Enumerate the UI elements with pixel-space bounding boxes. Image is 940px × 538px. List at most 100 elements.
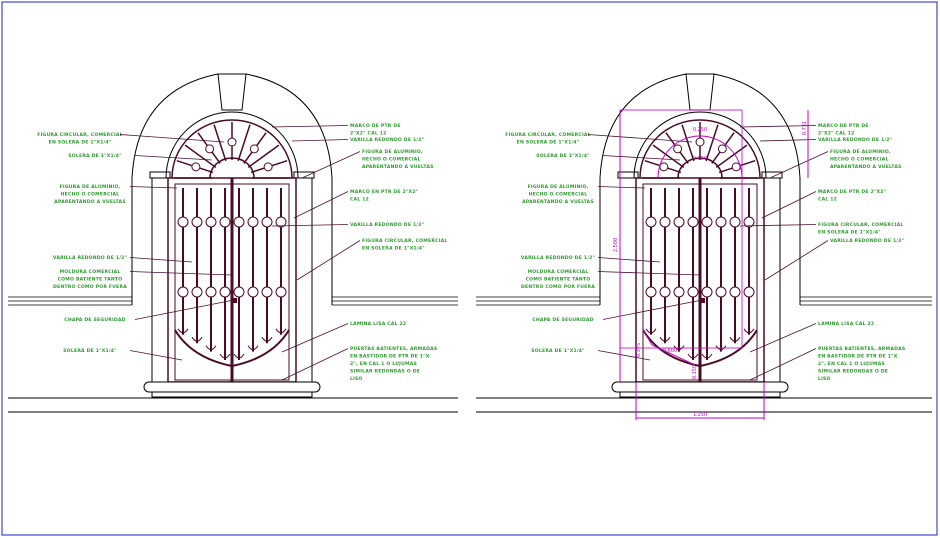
annotation-label: CHAPA DE SEGURIDAD <box>64 299 235 323</box>
label-text: EN SOLERA DE 1"X1/4" <box>49 140 112 146</box>
leader-line <box>296 240 361 281</box>
bar-circle <box>191 286 203 298</box>
bar-circle <box>687 286 699 298</box>
annotation-label: FIGURA DE ALUMINIO,HECHO O COMERCIALAPAR… <box>301 149 433 179</box>
bar-circle <box>247 216 259 228</box>
bar-scroll <box>645 328 657 334</box>
leader-line <box>587 134 693 143</box>
label-text: COMO BATIENTE TANTO <box>526 277 591 283</box>
fanlight-circle <box>263 162 273 172</box>
bar-scroll <box>233 353 245 359</box>
label-text: MARCO DE PTR DE <box>350 123 401 129</box>
annotation-label: VARILLA REDONDO DE 1/2" <box>291 137 424 143</box>
bar-circle <box>645 216 657 228</box>
label-text: PUERTAS BATIENTES, ARMADAS <box>818 346 905 352</box>
label-text: LAMINA LISA CAL 22 <box>818 321 874 327</box>
annotation-label: SOLERA DE 1"X1/4" <box>68 153 213 161</box>
annotation-label: MARCO EN PTR DE 2"X2"CAL 12 <box>293 189 418 219</box>
bar-circle <box>205 286 217 298</box>
leader-line <box>769 151 829 179</box>
pilaster-capital <box>761 171 783 179</box>
label-text: MARCO EN PTR DE 2"X2" <box>350 189 418 195</box>
label-text: FIGURA CIRCULAR, COMERCIAL <box>37 132 123 138</box>
leader-line <box>119 134 225 143</box>
bar-circle <box>701 286 713 298</box>
bar-circle <box>645 286 657 298</box>
bar-scroll <box>219 353 231 359</box>
fanlight-hub <box>677 157 723 179</box>
bar-scroll <box>673 345 685 351</box>
leader-line <box>597 350 651 361</box>
bar-circle <box>219 286 231 298</box>
fanlight-spoke <box>184 144 217 169</box>
fan-radius-dimension <box>657 135 743 179</box>
lower-curved-rail <box>174 329 290 368</box>
label-text: FIGURA CIRCULAR, COMERCIAL <box>505 132 591 138</box>
lower-curved-rail <box>642 329 758 368</box>
bar-scroll <box>247 345 259 351</box>
door-sill <box>611 381 789 393</box>
label-text: MARCO DE PTR DE <box>818 123 869 129</box>
bar-circle <box>673 216 685 228</box>
leader-line <box>281 348 349 381</box>
leader-line <box>739 224 817 227</box>
label-text: CHAPA DE SEGURIDAD <box>64 317 125 323</box>
fanlight-frame <box>171 119 293 179</box>
leader-line <box>129 350 183 361</box>
label-text: CHAPA DE SEGURIDAD <box>532 317 593 323</box>
label-text: COMO BATIENTE TANTO <box>58 277 123 283</box>
annotation-label: VARILLA REDONDO DE 1/2" <box>759 137 892 143</box>
label-text: VARILLA REDONDO DE 1/2" <box>53 255 127 261</box>
leader-line <box>739 125 817 128</box>
annotation-label: FIGURA DE ALUMINIO,HECHO O COMERCIALAPAR… <box>522 184 646 205</box>
label-text: HECHO O COMERCIAL <box>529 192 588 198</box>
leader-line <box>597 186 646 189</box>
label-text: SIMILAR REDONDAS O DE <box>818 369 888 375</box>
bar-circle <box>275 286 287 298</box>
bar-scroll <box>687 353 699 359</box>
label-text: VARILLA REDONDO DE 1/2" <box>818 137 892 143</box>
fanlight-spoke <box>681 124 695 162</box>
label-text: DENTRO COMO POR FUERA <box>521 284 595 290</box>
fanlight-circle <box>731 162 741 172</box>
label-text: MOLDURA COMERCIAL <box>527 269 588 275</box>
bar-circle <box>177 216 189 228</box>
bar-circle <box>687 216 699 228</box>
sill-base <box>619 391 781 398</box>
fanlight-spoke <box>705 124 719 162</box>
label-text: 2"X2" CAL 12 <box>350 131 387 137</box>
label-text: FIGURA DE ALUMINIO, <box>362 149 423 155</box>
label-text: DENTRO COMO POR FUERA <box>53 284 127 290</box>
inner-arch <box>165 111 299 179</box>
label-text: LISO <box>350 376 363 382</box>
label-text: EN BASTIDOR DE PTR DE 1"X <box>350 354 430 360</box>
leader-line <box>759 139 817 142</box>
annotation-label: MARCO DE PTR DE 2"X2" CAL 12 <box>271 123 401 137</box>
label-text: SOLERA DE 1"X1/4" <box>531 348 585 354</box>
leader-line <box>597 271 701 276</box>
bar-circle <box>729 216 741 228</box>
annotation-label: SOLERA DE 1"X1/4" <box>63 348 183 361</box>
curve-length-dimension-text: 0.600 <box>663 348 677 354</box>
curve-rise-dimension-text: 0.375 <box>636 343 642 357</box>
bar-circle <box>261 216 273 228</box>
label-text: HECHO O COMERCIAL <box>362 157 421 163</box>
bar-scroll <box>261 336 273 342</box>
label-text: FIGURA DE ALUMINIO, <box>528 184 589 190</box>
leader-line <box>301 151 361 179</box>
leader-line <box>281 323 349 353</box>
bar-circle <box>659 216 671 228</box>
label-text: VARILLA REDONDO DE 1/2" <box>830 238 904 244</box>
label-text: EN SOLERA DE 1"X1/4" <box>362 246 425 252</box>
bar-circle <box>729 286 741 298</box>
bar-circle <box>247 286 259 298</box>
door-elevation-1: FIGURA CIRCULAR, COMERCIAL EN SOLERA DE 1… <box>8 73 458 413</box>
height-dimension-text: 2.500 <box>613 238 619 252</box>
bar-circle <box>205 216 217 228</box>
bar-scroll <box>743 328 755 334</box>
